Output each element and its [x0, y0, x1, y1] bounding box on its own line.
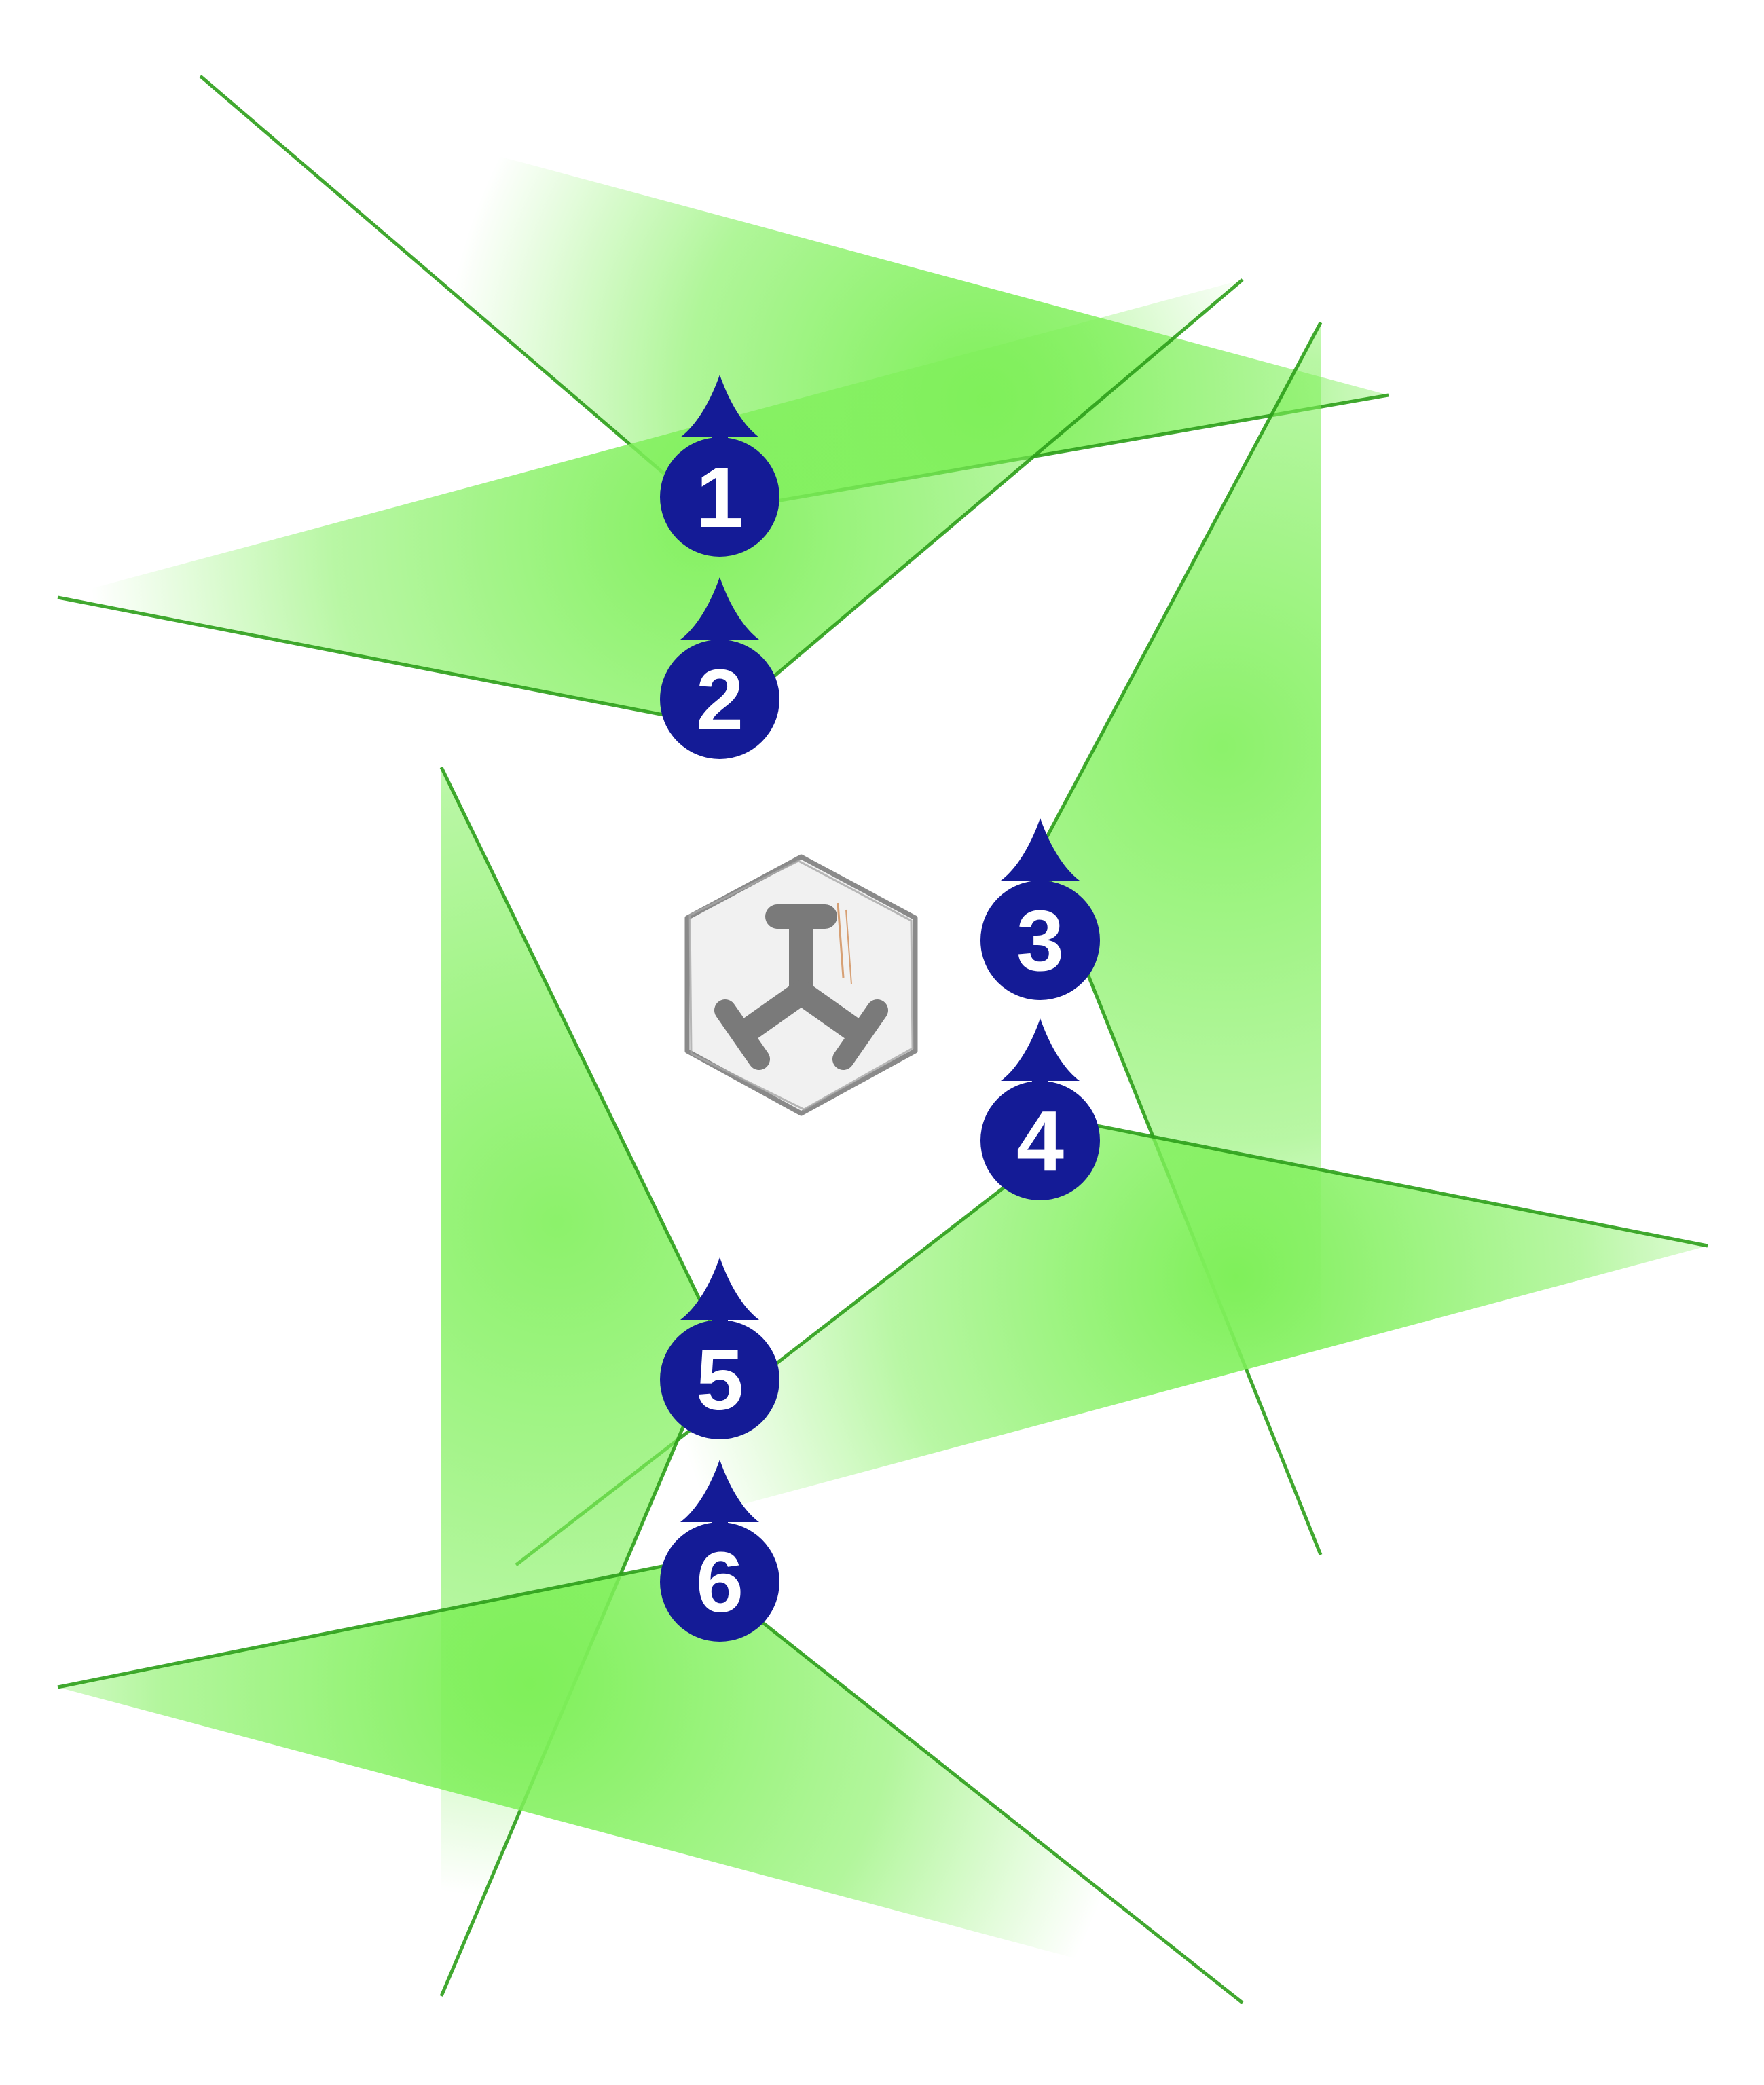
camera-marker-2: 2	[660, 577, 779, 759]
marker-label: 4	[1016, 1093, 1064, 1189]
marker-label: 2	[696, 652, 743, 748]
direction-arrow-icon	[680, 577, 759, 672]
tripod-hexagon-icon	[684, 854, 918, 1116]
camera-marker-5: 5	[660, 1257, 779, 1439]
marker-circle	[980, 1081, 1100, 1200]
coverage-cone-6	[57, 1560, 1244, 2004]
marker-label: 6	[696, 1534, 743, 1630]
marker-circle	[980, 881, 1100, 1000]
direction-arrow-icon	[1001, 1018, 1080, 1113]
marker-circle	[660, 437, 779, 557]
camera-marker-3: 3	[980, 818, 1100, 1000]
direction-arrow-icon	[680, 1460, 759, 1555]
marker-label: 5	[696, 1332, 743, 1428]
direction-arrow-icon	[1001, 818, 1080, 913]
camera-marker-4: 4	[980, 1018, 1100, 1200]
marker-circle	[660, 640, 779, 759]
marker-label: 3	[1016, 893, 1064, 989]
marker-label: 1	[696, 449, 743, 545]
direction-arrow-icon	[680, 375, 759, 470]
camera-marker-6: 6	[660, 1460, 779, 1642]
marker-circle	[660, 1522, 779, 1642]
direction-arrow-icon	[680, 1257, 759, 1352]
coverage-cones	[57, 75, 1708, 2004]
camera-marker-1: 1	[660, 375, 779, 557]
marker-circle	[660, 1320, 779, 1439]
camera-markers: 1 2 3 4 5 6	[660, 375, 1100, 1642]
